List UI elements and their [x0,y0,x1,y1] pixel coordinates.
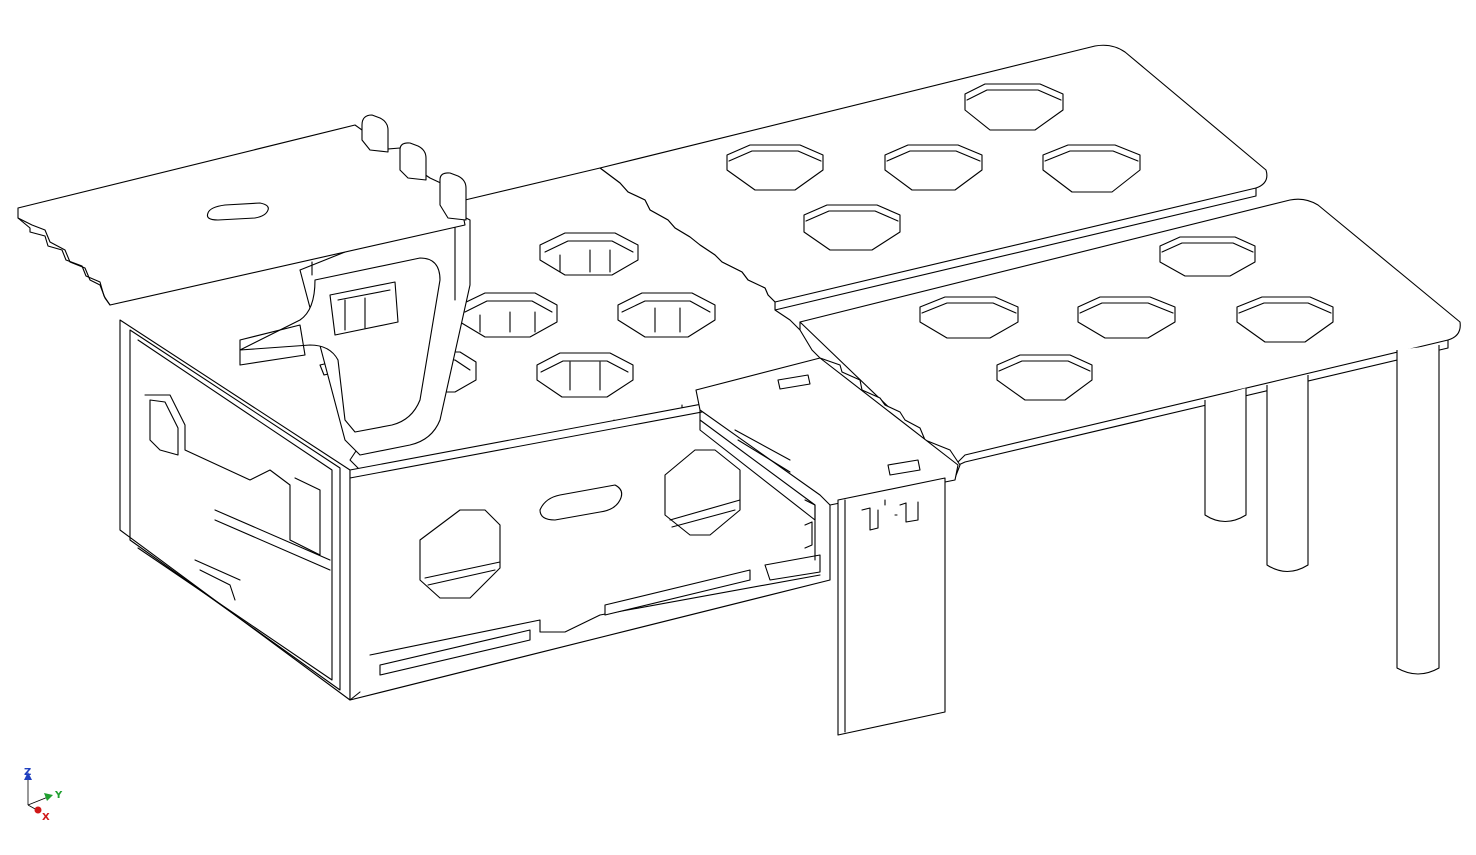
top-right-hole-panel [599,44,1268,311]
hex-holes-top-right [726,83,1141,251]
front-wall-cutouts [369,449,821,676]
hex-holes-front-right [919,236,1334,401]
lid-finger-joints [361,114,467,221]
hinged-lid-panel [17,114,467,306]
front-right-hole-panel [799,198,1461,675]
front-support-leg [837,477,946,736]
x-axis-arrow-icon [34,806,42,814]
coordinate-triad: Z Y X [24,767,63,823]
z-axis-arrow-icon [24,772,32,780]
y-axis-line [27,796,49,806]
side-bracket-arm [695,357,959,561]
y-axis-label: Y [54,790,63,801]
enclosure-box [119,319,831,701]
x-axis-label: X [42,812,50,823]
y-axis-arrow-icon [44,793,53,801]
z-axis-label: Z [24,767,31,778]
cylindrical-legs [1204,345,1440,675]
